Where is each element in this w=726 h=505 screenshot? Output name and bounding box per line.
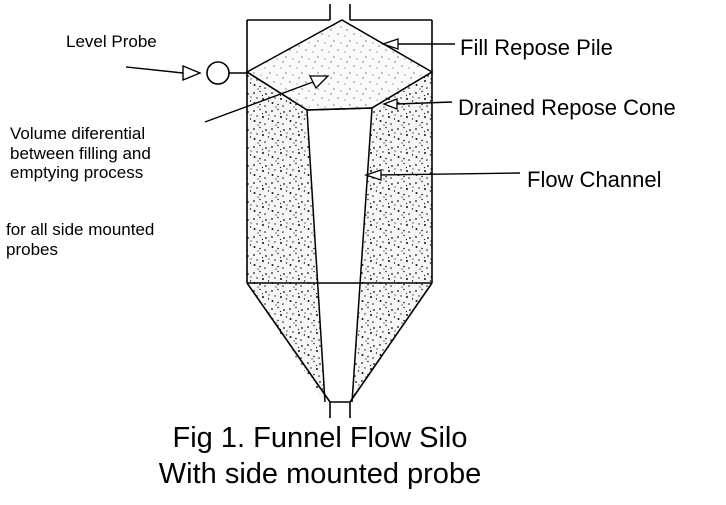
level-probe-sensor bbox=[206, 61, 230, 85]
caption-line-1: Fig 1. Funnel Flow Silo bbox=[172, 422, 468, 454]
volume-differential-line-2: between filling and bbox=[10, 143, 151, 163]
fill-repose-leader bbox=[380, 38, 455, 50]
level-probe-label: Level Probe bbox=[66, 32, 157, 51]
drained-repose-cone-label: Drained Repose Cone bbox=[458, 95, 676, 120]
volume-differential-line-3: emptying process bbox=[10, 163, 144, 183]
left-material-region bbox=[247, 72, 325, 402]
level-probe-arrowhead bbox=[182, 64, 202, 82]
flow-channel-leader bbox=[363, 169, 521, 181]
volume-differential-label: Volume diferential between filling and e… bbox=[10, 124, 151, 183]
drained-repose-leader bbox=[382, 98, 453, 110]
side-probes-label: for all side mounted probes bbox=[6, 220, 154, 259]
flow-channel-lines bbox=[246, 71, 433, 403]
side-probes-line-2: probes bbox=[6, 239, 58, 259]
volume-differential-leader bbox=[204, 75, 330, 123]
caption-line-2: With side mounted probe bbox=[158, 458, 482, 490]
flow-channel-label: Flow Channel bbox=[527, 167, 662, 192]
figure-caption: Fig 1. Funnel Flow Silo With side mounte… bbox=[0, 420, 640, 492]
fill-repose-pile-label: Fill Repose Pile bbox=[460, 35, 613, 60]
side-probes-line-1: for all side mounted bbox=[6, 220, 155, 239]
silo-walls bbox=[246, 4, 433, 418]
level-probe bbox=[125, 61, 247, 85]
volume-differential-line-1: Volume diferential bbox=[10, 124, 146, 143]
right-material-region bbox=[352, 72, 432, 402]
